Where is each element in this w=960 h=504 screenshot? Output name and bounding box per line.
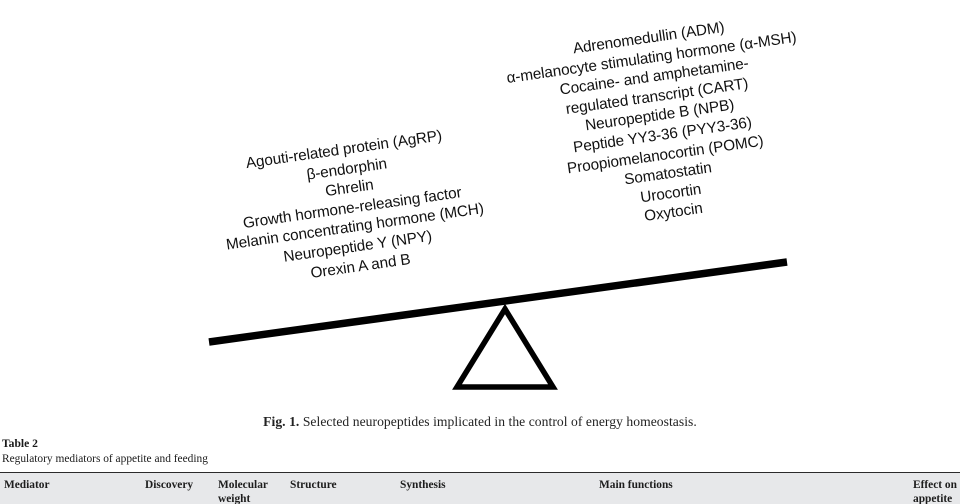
column-header-molecular-weight[interactable]: Molecular weight [218, 479, 268, 504]
column-header-main-functions[interactable]: Main functions [599, 479, 673, 491]
table-2-block: Table 2 Regulatory mediators of appetite… [0, 437, 960, 504]
table-title: Regulatory mediators of appetite and fee… [2, 453, 208, 465]
table-header-row: Mediator Discovery Molecular weight Stru… [0, 472, 960, 504]
column-header-discovery[interactable]: Discovery [145, 479, 194, 491]
column-header-effect-on-appetite[interactable]: Effect on appetite [913, 479, 957, 504]
column-header-structure[interactable]: Structure [290, 479, 337, 491]
table-number: Table 2 [2, 437, 38, 450]
figure-seesaw: Agouti-related protein (AgRP) β-endorphi… [208, 19, 797, 390]
column-header-mediator[interactable]: Mediator [4, 479, 50, 491]
figure-caption: Fig. 1. Selected neuropeptides implicate… [0, 414, 960, 430]
figure-caption-text: Selected neuropeptides implicated in the… [299, 414, 697, 429]
fulcrum-triangle [452, 303, 558, 390]
seesaw-graphic [208, 258, 788, 390]
column-header-synthesis[interactable]: Synthesis [400, 479, 446, 491]
figure-caption-label: Fig. 1. [263, 414, 300, 429]
balance-beam-line [208, 258, 788, 346]
